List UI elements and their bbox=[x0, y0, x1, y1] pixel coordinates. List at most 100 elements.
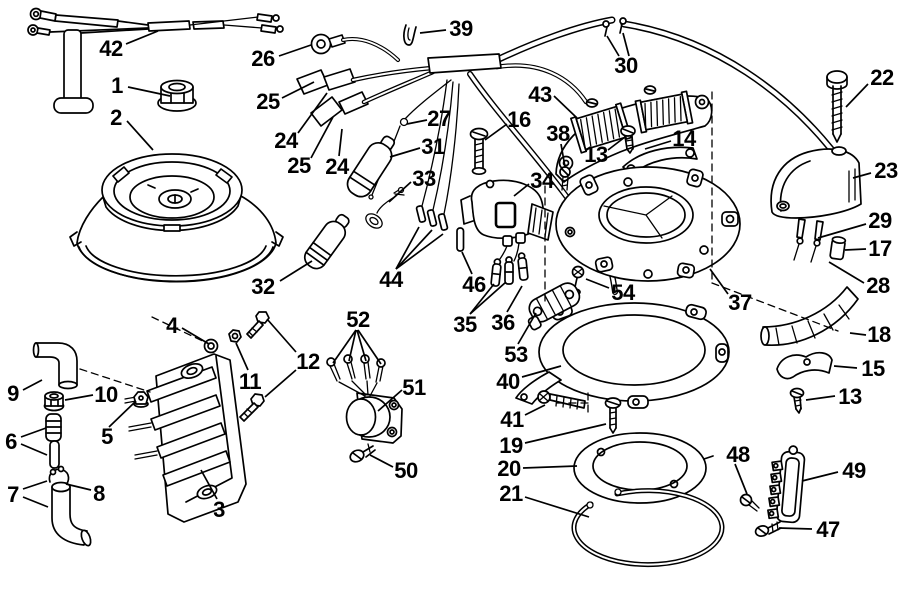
callout-leader-33-40 bbox=[521, 365, 562, 378]
callout-label-9-30: 30 bbox=[614, 53, 638, 78]
callout-label-44-4: 4 bbox=[166, 313, 179, 338]
callout-label-25-32: 32 bbox=[251, 274, 275, 299]
callout-label-45-11: 11 bbox=[239, 369, 262, 394]
callout-label-28-44: 44 bbox=[379, 267, 404, 292]
callout-leader-43-12 bbox=[264, 369, 297, 398]
part-timer-base-37 bbox=[555, 166, 741, 282]
callout-leader-27-34 bbox=[513, 183, 530, 197]
callout-label-6-25: 25 bbox=[287, 153, 311, 178]
part-elbow-7 bbox=[51, 481, 92, 547]
part-screw-50 bbox=[349, 443, 376, 463]
plug-wires bbox=[350, 65, 436, 105]
callout-leader-3-26 bbox=[278, 44, 312, 57]
part-screw-13-bottom bbox=[789, 387, 805, 414]
callout-label-40-48: 48 bbox=[726, 442, 750, 467]
part-bolts-12 bbox=[239, 311, 270, 422]
callout-leader-39-13 bbox=[805, 395, 836, 401]
callout-leader-36-20 bbox=[522, 465, 578, 469]
part-block-3 bbox=[124, 353, 247, 523]
callout-label-49-6: 6 bbox=[5, 429, 17, 454]
callout-leader-49-6 bbox=[20, 443, 48, 456]
part-screw-41 bbox=[537, 390, 586, 410]
callout-label-0-42: 42 bbox=[99, 36, 123, 61]
callout-label-10-27: 27 bbox=[427, 106, 451, 131]
callout-leader-54-52 bbox=[356, 329, 367, 362]
callout-leader-45-11 bbox=[235, 342, 249, 371]
callout-label-47-9: 9 bbox=[7, 381, 19, 406]
part-screw-47 bbox=[754, 521, 782, 537]
part-nut-10 bbox=[43, 391, 65, 412]
callout-leader-54-52 bbox=[332, 329, 357, 364]
callout-leader-6-25 bbox=[310, 116, 334, 159]
callout-leader-25-32 bbox=[279, 260, 313, 282]
part-wire-33 bbox=[365, 186, 405, 229]
callout-label-39-13: 13 bbox=[838, 384, 862, 409]
callout-label-19-29: 29 bbox=[868, 208, 892, 233]
part-screws-52 bbox=[326, 354, 386, 397]
callout-label-27-34: 34 bbox=[530, 168, 555, 193]
part-sensor-coil-34 bbox=[460, 179, 554, 264]
callout-label-11-31: 31 bbox=[421, 134, 445, 159]
callout-leader-16-14 bbox=[644, 140, 672, 150]
callout-leader-30-35 bbox=[469, 283, 495, 315]
callout-leader-19-29 bbox=[817, 223, 867, 239]
callout-leader-20-17 bbox=[844, 248, 867, 251]
callout-leader-50-7 bbox=[22, 496, 49, 508]
callout-leader-44-4 bbox=[181, 327, 210, 345]
callout-label-24-54: 54 bbox=[611, 280, 636, 305]
callout-leader-2-2 bbox=[126, 120, 154, 151]
part-flywheel-2 bbox=[69, 153, 284, 283]
callout-label-29-46: 46 bbox=[462, 272, 486, 297]
callout-label-37-21: 21 bbox=[499, 481, 523, 506]
callout-label-3-26: 26 bbox=[251, 46, 275, 71]
callout-leader-9-30 bbox=[606, 35, 620, 57]
part-screw-13-top bbox=[620, 125, 636, 154]
part-snap-ring-21 bbox=[571, 488, 725, 568]
callout-label-48-10: 10 bbox=[94, 382, 118, 407]
part-support-18 bbox=[760, 286, 859, 346]
callout-leader-18-23 bbox=[852, 172, 872, 179]
part-hose-6 bbox=[45, 413, 62, 469]
part-screw-16 bbox=[469, 127, 489, 176]
callout-leader-9-30 bbox=[622, 32, 630, 57]
part-clamp-8 bbox=[48, 465, 70, 487]
callout-label-18-23: 23 bbox=[874, 158, 898, 183]
callout-leader-29-46 bbox=[461, 251, 473, 275]
callout-leader-22-18 bbox=[849, 332, 867, 336]
callout-label-51-8: 8 bbox=[93, 481, 105, 506]
callout-leader-48-10 bbox=[64, 394, 94, 401]
part-washer-4 bbox=[203, 338, 219, 354]
callout-leader-40-48 bbox=[734, 463, 748, 495]
callout-label-30-35: 35 bbox=[453, 312, 477, 337]
callout-label-53-51: 51 bbox=[402, 375, 426, 400]
callout-leader-50-7 bbox=[22, 480, 48, 490]
callout-leader-26-33 bbox=[388, 181, 412, 203]
callout-label-33-40: 40 bbox=[496, 369, 520, 394]
callout-leader-46-5 bbox=[108, 400, 137, 428]
callout-label-4-25: 25 bbox=[256, 89, 280, 114]
callout-label-54-52: 52 bbox=[346, 307, 370, 332]
callout-leader-54-52 bbox=[348, 329, 357, 362]
callout-leader-30-35 bbox=[469, 281, 507, 315]
callout-leader-17-22 bbox=[845, 83, 869, 108]
callout-leader-23-37 bbox=[709, 268, 729, 295]
part-ring-terminal-26 bbox=[310, 33, 400, 62]
callout-label-52-3: 3 bbox=[213, 497, 225, 522]
callout-leader-38-15 bbox=[833, 365, 858, 369]
part-pins-29-28 bbox=[793, 218, 824, 263]
callout-leader-28-44 bbox=[395, 229, 433, 270]
callout-leader-43-12 bbox=[266, 318, 297, 353]
part-terminal-block-49 bbox=[767, 445, 806, 524]
callout-label-16-14: 14 bbox=[672, 126, 697, 151]
callout-label-2-2: 2 bbox=[110, 105, 122, 130]
callout-leader-54-52 bbox=[357, 329, 382, 365]
callout-leader-53-51 bbox=[377, 389, 403, 412]
callout-leader-11-31 bbox=[389, 147, 421, 158]
part-retainer-ring-40 bbox=[515, 302, 730, 409]
callout-leader-41-49 bbox=[801, 471, 839, 482]
callout-leader-14-38 bbox=[560, 143, 566, 168]
callout-leader-35-19 bbox=[524, 423, 607, 444]
callout-leader-34-41 bbox=[524, 404, 546, 416]
